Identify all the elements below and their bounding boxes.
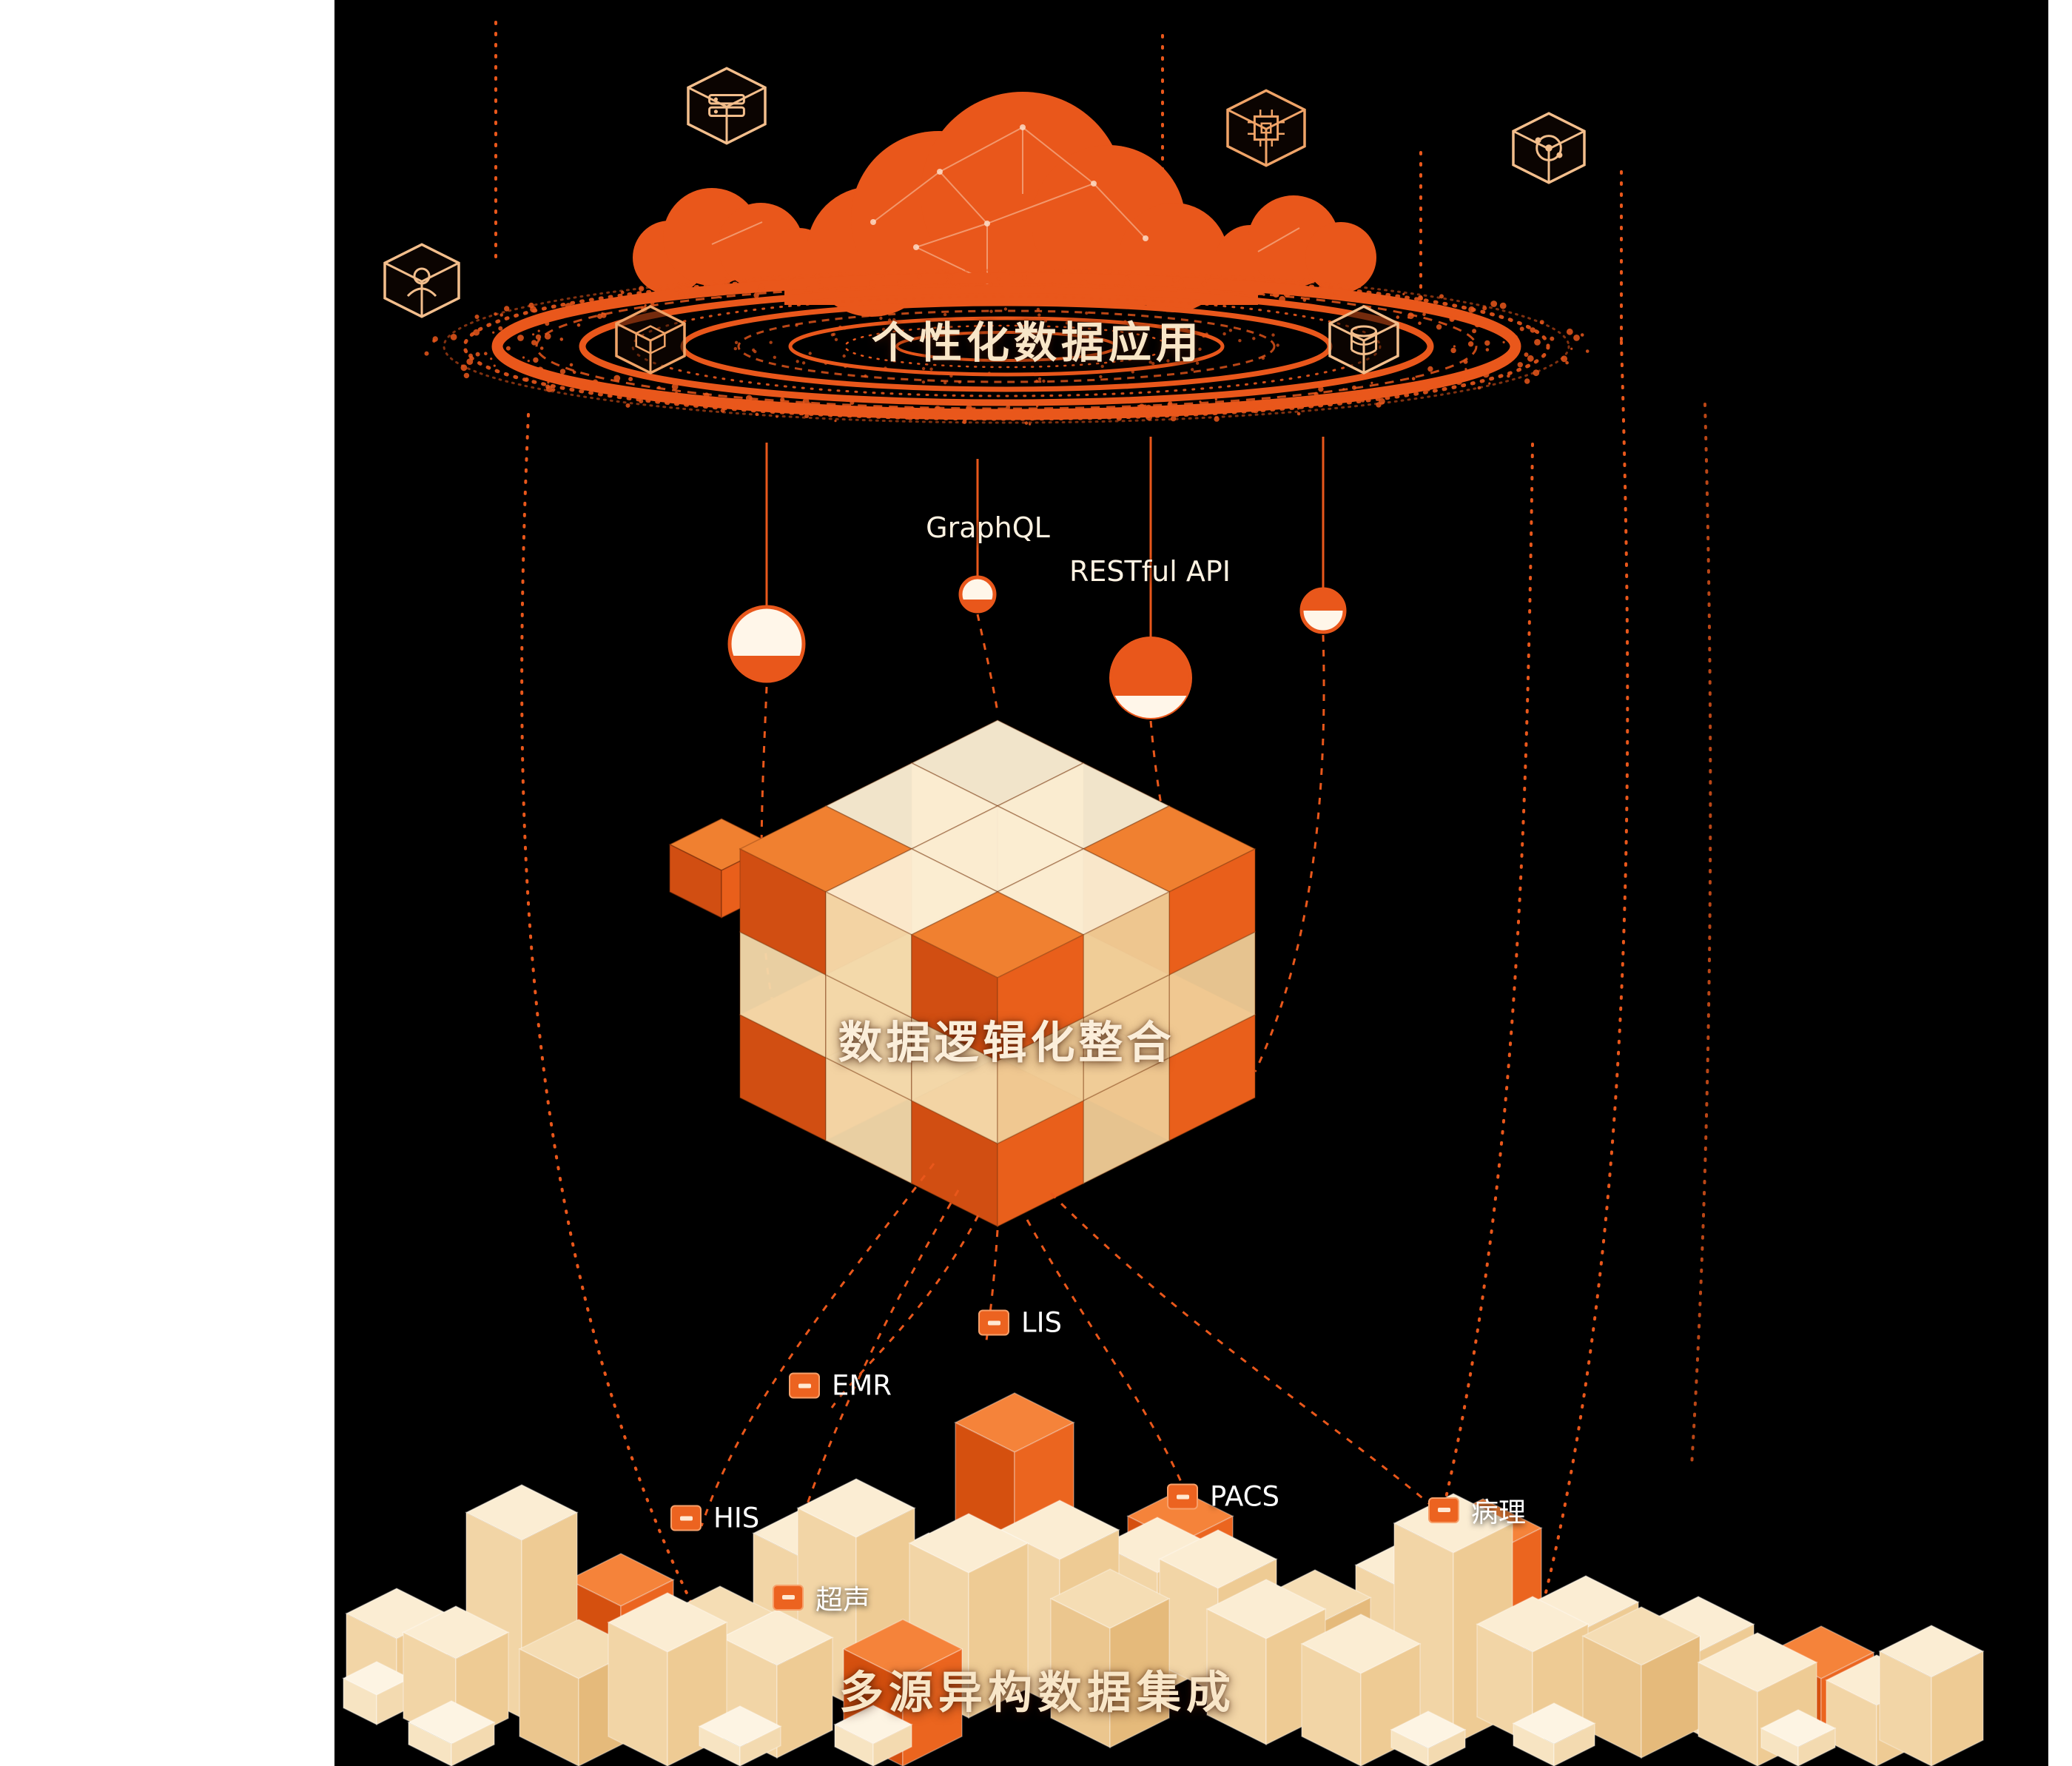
orbit-speckles (424, 265, 1590, 426)
orbit-rings (443, 269, 1570, 424)
tag-bullet-icon (978, 1309, 1009, 1336)
api-label-restful: RESTful API (1069, 555, 1231, 588)
icon-cubes (383, 67, 1586, 375)
tag-bullet-icon (1428, 1497, 1459, 1523)
cloud-cluster (633, 92, 1376, 317)
pendant-circle-2-cap (961, 600, 994, 611)
user-cube-icon (383, 243, 460, 318)
tag-bullet-icon (789, 1372, 820, 1399)
box-cube-icon (615, 305, 686, 375)
atom-cube-icon (1512, 112, 1586, 184)
pendant-circle-3-cap (1114, 696, 1187, 718)
chip-cube-icon (1226, 89, 1306, 167)
server-cube-icon (687, 67, 767, 145)
data-cube (668, 719, 1257, 1228)
source-label-ultrasound: 超声 (773, 1577, 870, 1617)
cloud-mesh (711, 127, 1300, 282)
pendant-circle-4-cap (1302, 589, 1345, 611)
side-flow-curves (520, 340, 1712, 1729)
layer-title-sources: 多源异构数据集成 (839, 1667, 1236, 1719)
source-label-emr: EMR (789, 1370, 892, 1402)
source-label-lis: LIS (978, 1307, 1062, 1339)
pendant-circle-1-cap (731, 656, 802, 681)
tag-bullet-icon (773, 1584, 804, 1611)
tag-bullet-icon (1167, 1483, 1198, 1510)
layer-title-integration: 数据逻辑化整合 (838, 1017, 1175, 1070)
tag-bullet-icon (670, 1505, 702, 1531)
source-label-text: HIS (713, 1502, 760, 1534)
source-label-pathology: 病理 (1428, 1490, 1526, 1530)
source-label-text: 病理 (1471, 1497, 1526, 1528)
source-label-text: EMR (832, 1369, 892, 1402)
layer-title-application: 个性化数据应用 (871, 318, 1204, 368)
source-label-his: HIS (670, 1503, 759, 1534)
pendant-nodes (727, 437, 1347, 719)
source-bar-city (342, 1392, 1985, 1766)
source-label-text: PACS (1210, 1480, 1279, 1513)
dotted-vertical-lines (494, 21, 1623, 342)
source-label-text: LIS (1021, 1306, 1063, 1339)
database-cube-icon (1328, 305, 1399, 375)
api-label-graphql: GraphQL (926, 511, 1050, 544)
source-label-text: 超声 (815, 1584, 870, 1616)
source-label-pacs: PACS (1167, 1481, 1279, 1513)
